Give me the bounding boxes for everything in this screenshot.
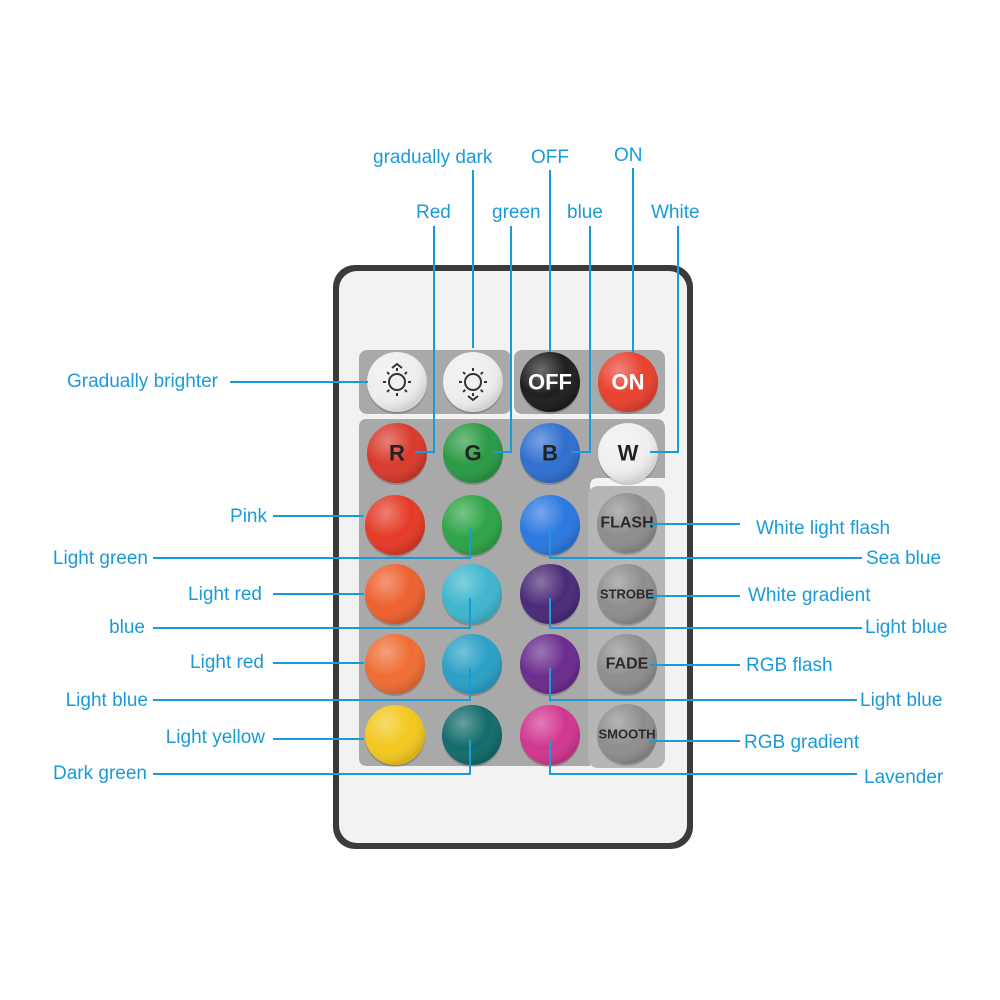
fade-button[interactable]: FADE	[597, 634, 657, 696]
gradually-brighter-button[interactable]	[367, 352, 427, 414]
sun-down-icon	[459, 368, 487, 402]
leader-line	[549, 740, 857, 775]
label-green: green	[492, 202, 541, 223]
color-3-1-button[interactable]	[442, 705, 502, 767]
smooth-text: SMOOTH	[598, 727, 655, 742]
label-gradually-brighter: Gradually brighter	[66, 371, 218, 392]
flash-button[interactable]: FLASH	[597, 493, 657, 555]
color-1-1-button[interactable]	[442, 564, 502, 626]
label-blue-top: blue	[567, 202, 603, 223]
g-button[interactable]: G	[443, 423, 503, 485]
color-2-1-button[interactable]	[442, 634, 502, 696]
label-light-red-1: Light red	[188, 584, 262, 605]
strobe-button[interactable]: STROBE	[597, 564, 657, 626]
leader-line	[493, 226, 512, 453]
b-text: B	[542, 441, 558, 466]
flash-text: FLASH	[600, 515, 653, 532]
on-button[interactable]: ON	[598, 352, 658, 414]
label-on: ON	[614, 145, 643, 166]
leader-line	[153, 528, 471, 559]
leader-line	[153, 668, 471, 701]
leader-line	[549, 598, 862, 629]
fade-text: FADE	[606, 656, 649, 673]
smooth-button[interactable]: SMOOTH	[597, 704, 657, 766]
color-1-0-button[interactable]	[365, 564, 425, 626]
r-text: R	[389, 441, 405, 466]
label-sea-blue: Sea blue	[866, 548, 942, 569]
label-rgb-gradient: RGB gradient	[744, 732, 860, 753]
w-button[interactable]: W	[598, 423, 658, 485]
leader-line	[571, 226, 591, 453]
label-blue-left: blue	[109, 617, 145, 638]
label-light-green: Light green	[52, 548, 148, 569]
gradually-dark-button[interactable]	[443, 352, 503, 414]
label-light-blue-left: Light blue	[65, 690, 148, 711]
label-white: White	[651, 202, 700, 223]
off-button[interactable]: OFF	[520, 352, 580, 414]
color-2-2-button[interactable]	[520, 634, 580, 696]
w-text: W	[618, 441, 639, 466]
label-light-red-2: Light red	[190, 652, 264, 673]
off-text: OFF	[528, 370, 572, 395]
sun-up-icon	[383, 362, 411, 396]
label-white-gradient: White gradient	[748, 585, 871, 606]
leader-line	[549, 668, 857, 701]
strobe-text: STROBE	[600, 587, 655, 602]
label-white-light-flash: White light flash	[756, 518, 891, 539]
label-light-yellow: Light yellow	[165, 727, 265, 748]
label-light-blue-right-1: Light blue	[865, 617, 948, 638]
label-dark-green: Dark green	[53, 763, 147, 784]
label-light-blue-right-2: Light blue	[860, 690, 943, 711]
b-button[interactable]: B	[520, 423, 580, 485]
label-rgb-flash: RGB flash	[746, 655, 833, 676]
on-text: ON	[612, 370, 645, 395]
leader-line	[153, 598, 471, 629]
leader-line	[549, 530, 862, 559]
color-2-0-button[interactable]	[365, 634, 425, 696]
color-3-0-button[interactable]	[365, 705, 425, 767]
label-off: OFF	[531, 147, 569, 168]
color-0-0-button[interactable]	[365, 495, 425, 557]
color-1-2-button[interactable]	[520, 564, 580, 626]
label-red: Red	[416, 202, 451, 223]
g-text: G	[464, 441, 481, 466]
color-0-1-button[interactable]	[442, 495, 502, 557]
label-pink: Pink	[230, 506, 267, 527]
leader-line	[153, 740, 471, 775]
r-button[interactable]: R	[367, 423, 427, 485]
label-gradually-dark: gradually dark	[373, 147, 493, 168]
color-3-2-button[interactable]	[520, 705, 580, 767]
color-0-2-button[interactable]	[520, 495, 580, 557]
leader-line	[650, 226, 679, 453]
leader-line	[415, 226, 435, 453]
label-lavender: Lavender	[864, 767, 944, 788]
